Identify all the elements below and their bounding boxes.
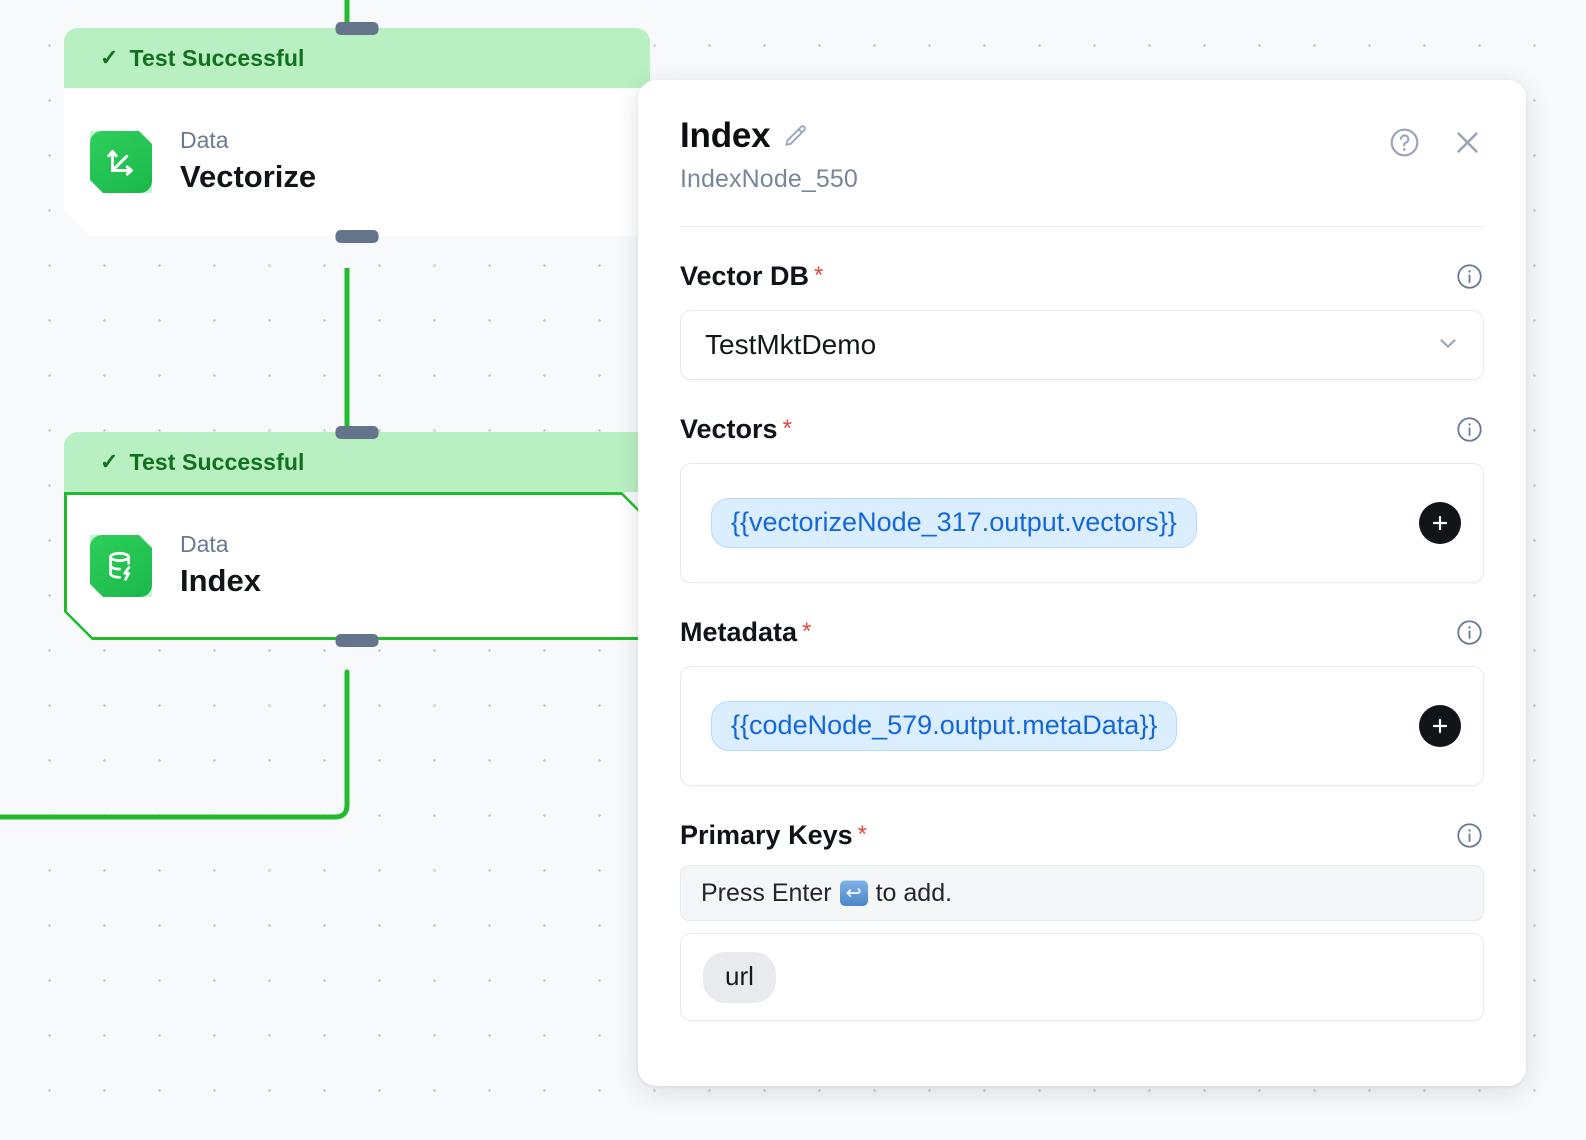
database-bolt-icon <box>90 535 152 597</box>
question-circle-icon[interactable] <box>1388 126 1421 159</box>
info-circle-icon[interactable] <box>1455 262 1484 291</box>
primary-key-chip[interactable]: url <box>703 951 776 1003</box>
field-label: Primary Keys* <box>680 820 867 850</box>
field-metadata: Metadata* {{codeNode_579.output.metaData… <box>680 617 1484 786</box>
hint-prefix: Press Enter <box>701 878 832 907</box>
field-label: Vectors* <box>680 414 792 444</box>
primary-keys-chip-list: url <box>680 933 1484 1021</box>
node-handle-bottom[interactable] <box>335 230 379 243</box>
page-title: Index <box>680 116 771 155</box>
hint-suffix: to add. <box>875 878 953 907</box>
workflow-node-vectorize[interactable]: ✓ Test Successful Data Vectorize <box>64 22 650 243</box>
vector-axes-icon <box>90 131 152 193</box>
field-vectors: Vectors* {{vectorizeNode_317.output.vect… <box>680 414 1484 583</box>
node-handle-top[interactable] <box>335 22 379 35</box>
required-marker: * <box>802 618 812 645</box>
node-body[interactable]: Data Index <box>64 492 650 640</box>
node-handle-bottom[interactable] <box>335 634 379 647</box>
variable-token[interactable]: {{codeNode_579.output.metaData}} <box>711 701 1178 751</box>
node-status-label: Test Successful <box>129 44 305 71</box>
node-status-label: Test Successful <box>129 448 305 475</box>
panel-header: Index IndexNode_550 <box>680 80 1484 194</box>
metadata-input[interactable]: {{codeNode_579.output.metaData}} <box>680 666 1484 786</box>
check-icon: ✓ <box>100 45 119 70</box>
vectors-input[interactable]: {{vectorizeNode_317.output.vectors}} <box>680 463 1484 583</box>
node-kind-label: Data <box>180 126 229 153</box>
info-circle-icon[interactable] <box>1455 618 1484 647</box>
primary-keys-input[interactable]: Press Enter ↩ to add. <box>680 865 1484 921</box>
node-kind-label: Data <box>180 530 229 557</box>
node-config-panel: Index IndexNode_550 <box>638 80 1526 1086</box>
vector-db-value: TestMktDemo <box>705 329 877 360</box>
required-marker: * <box>857 821 867 848</box>
field-label: Metadata* <box>680 617 812 647</box>
info-circle-icon[interactable] <box>1455 821 1484 850</box>
header-divider <box>680 226 1484 227</box>
add-vector-button[interactable] <box>1419 502 1461 544</box>
enter-key-icon: ↩ <box>839 880 868 906</box>
required-marker: * <box>782 415 792 442</box>
check-icon: ✓ <box>100 449 119 474</box>
info-circle-icon[interactable] <box>1455 415 1484 444</box>
node-title: Vectorize <box>180 159 317 195</box>
field-vector-db: Vector DB* TestMktDemo <box>680 261 1484 380</box>
node-title: Index <box>180 563 261 599</box>
node-status-banner: ✓ Test Successful <box>64 432 650 492</box>
node-status-banner: ✓ Test Successful <box>64 28 650 88</box>
workflow-node-index[interactable]: ✓ Test Successful Data Index <box>64 426 650 647</box>
required-marker: * <box>814 262 824 289</box>
vector-db-select[interactable]: TestMktDemo <box>680 310 1484 380</box>
close-icon[interactable] <box>1451 126 1484 159</box>
field-label: Vector DB* <box>680 261 824 291</box>
field-primary-keys: Primary Keys* Press Enter ↩ to add. url <box>680 820 1484 1021</box>
add-metadata-button[interactable] <box>1419 705 1461 747</box>
node-body[interactable]: Data Vectorize <box>64 88 650 236</box>
pencil-icon[interactable] <box>782 123 808 149</box>
variable-token[interactable]: {{vectorizeNode_317.output.vectors}} <box>711 498 1197 548</box>
chevron-down-icon <box>1435 330 1461 361</box>
node-id-label: IndexNode_550 <box>680 165 858 193</box>
node-handle-top[interactable] <box>335 426 379 439</box>
